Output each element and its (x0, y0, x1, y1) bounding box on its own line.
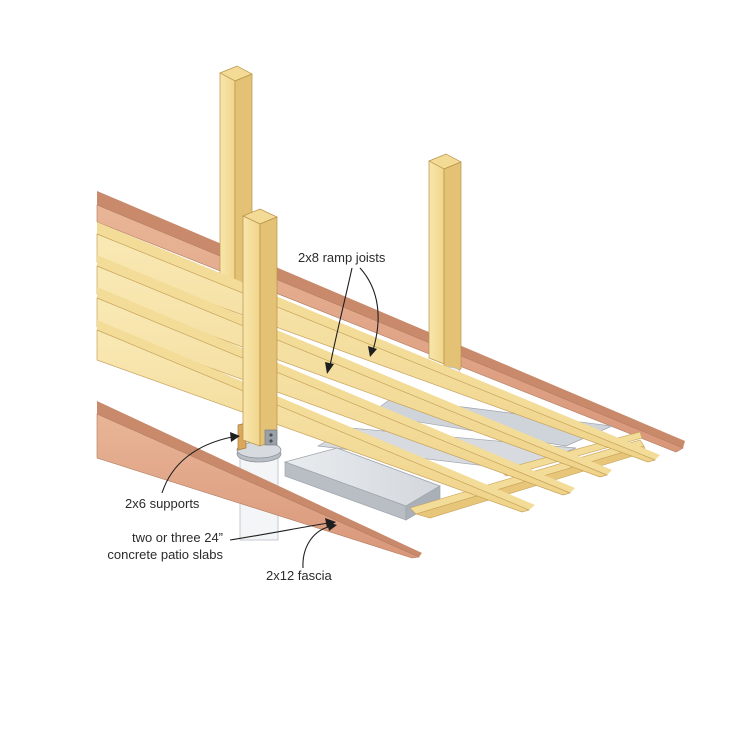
ramp-joist-3 (96, 287, 575, 496)
fascia-label: 2x12 fascia (266, 568, 333, 583)
front-post (236, 208, 282, 541)
front-fascia-board (96, 401, 422, 559)
ramp-joists (96, 222, 660, 513)
ramp-joist-2 (96, 255, 612, 478)
back-right-post (428, 153, 462, 378)
ramp-joist-4 (96, 320, 535, 513)
supports-label: 2x6 supports (125, 496, 200, 511)
ramp-joists-label: 2x8 ramp joists (298, 250, 386, 265)
leader-lines (161, 267, 379, 569)
ramp-joist-1 (96, 222, 660, 463)
slabs-label-line1: two or three 24” (132, 530, 223, 545)
slabs-label-line2: concrete patio slabs (107, 547, 223, 562)
post-bracket (264, 429, 278, 446)
